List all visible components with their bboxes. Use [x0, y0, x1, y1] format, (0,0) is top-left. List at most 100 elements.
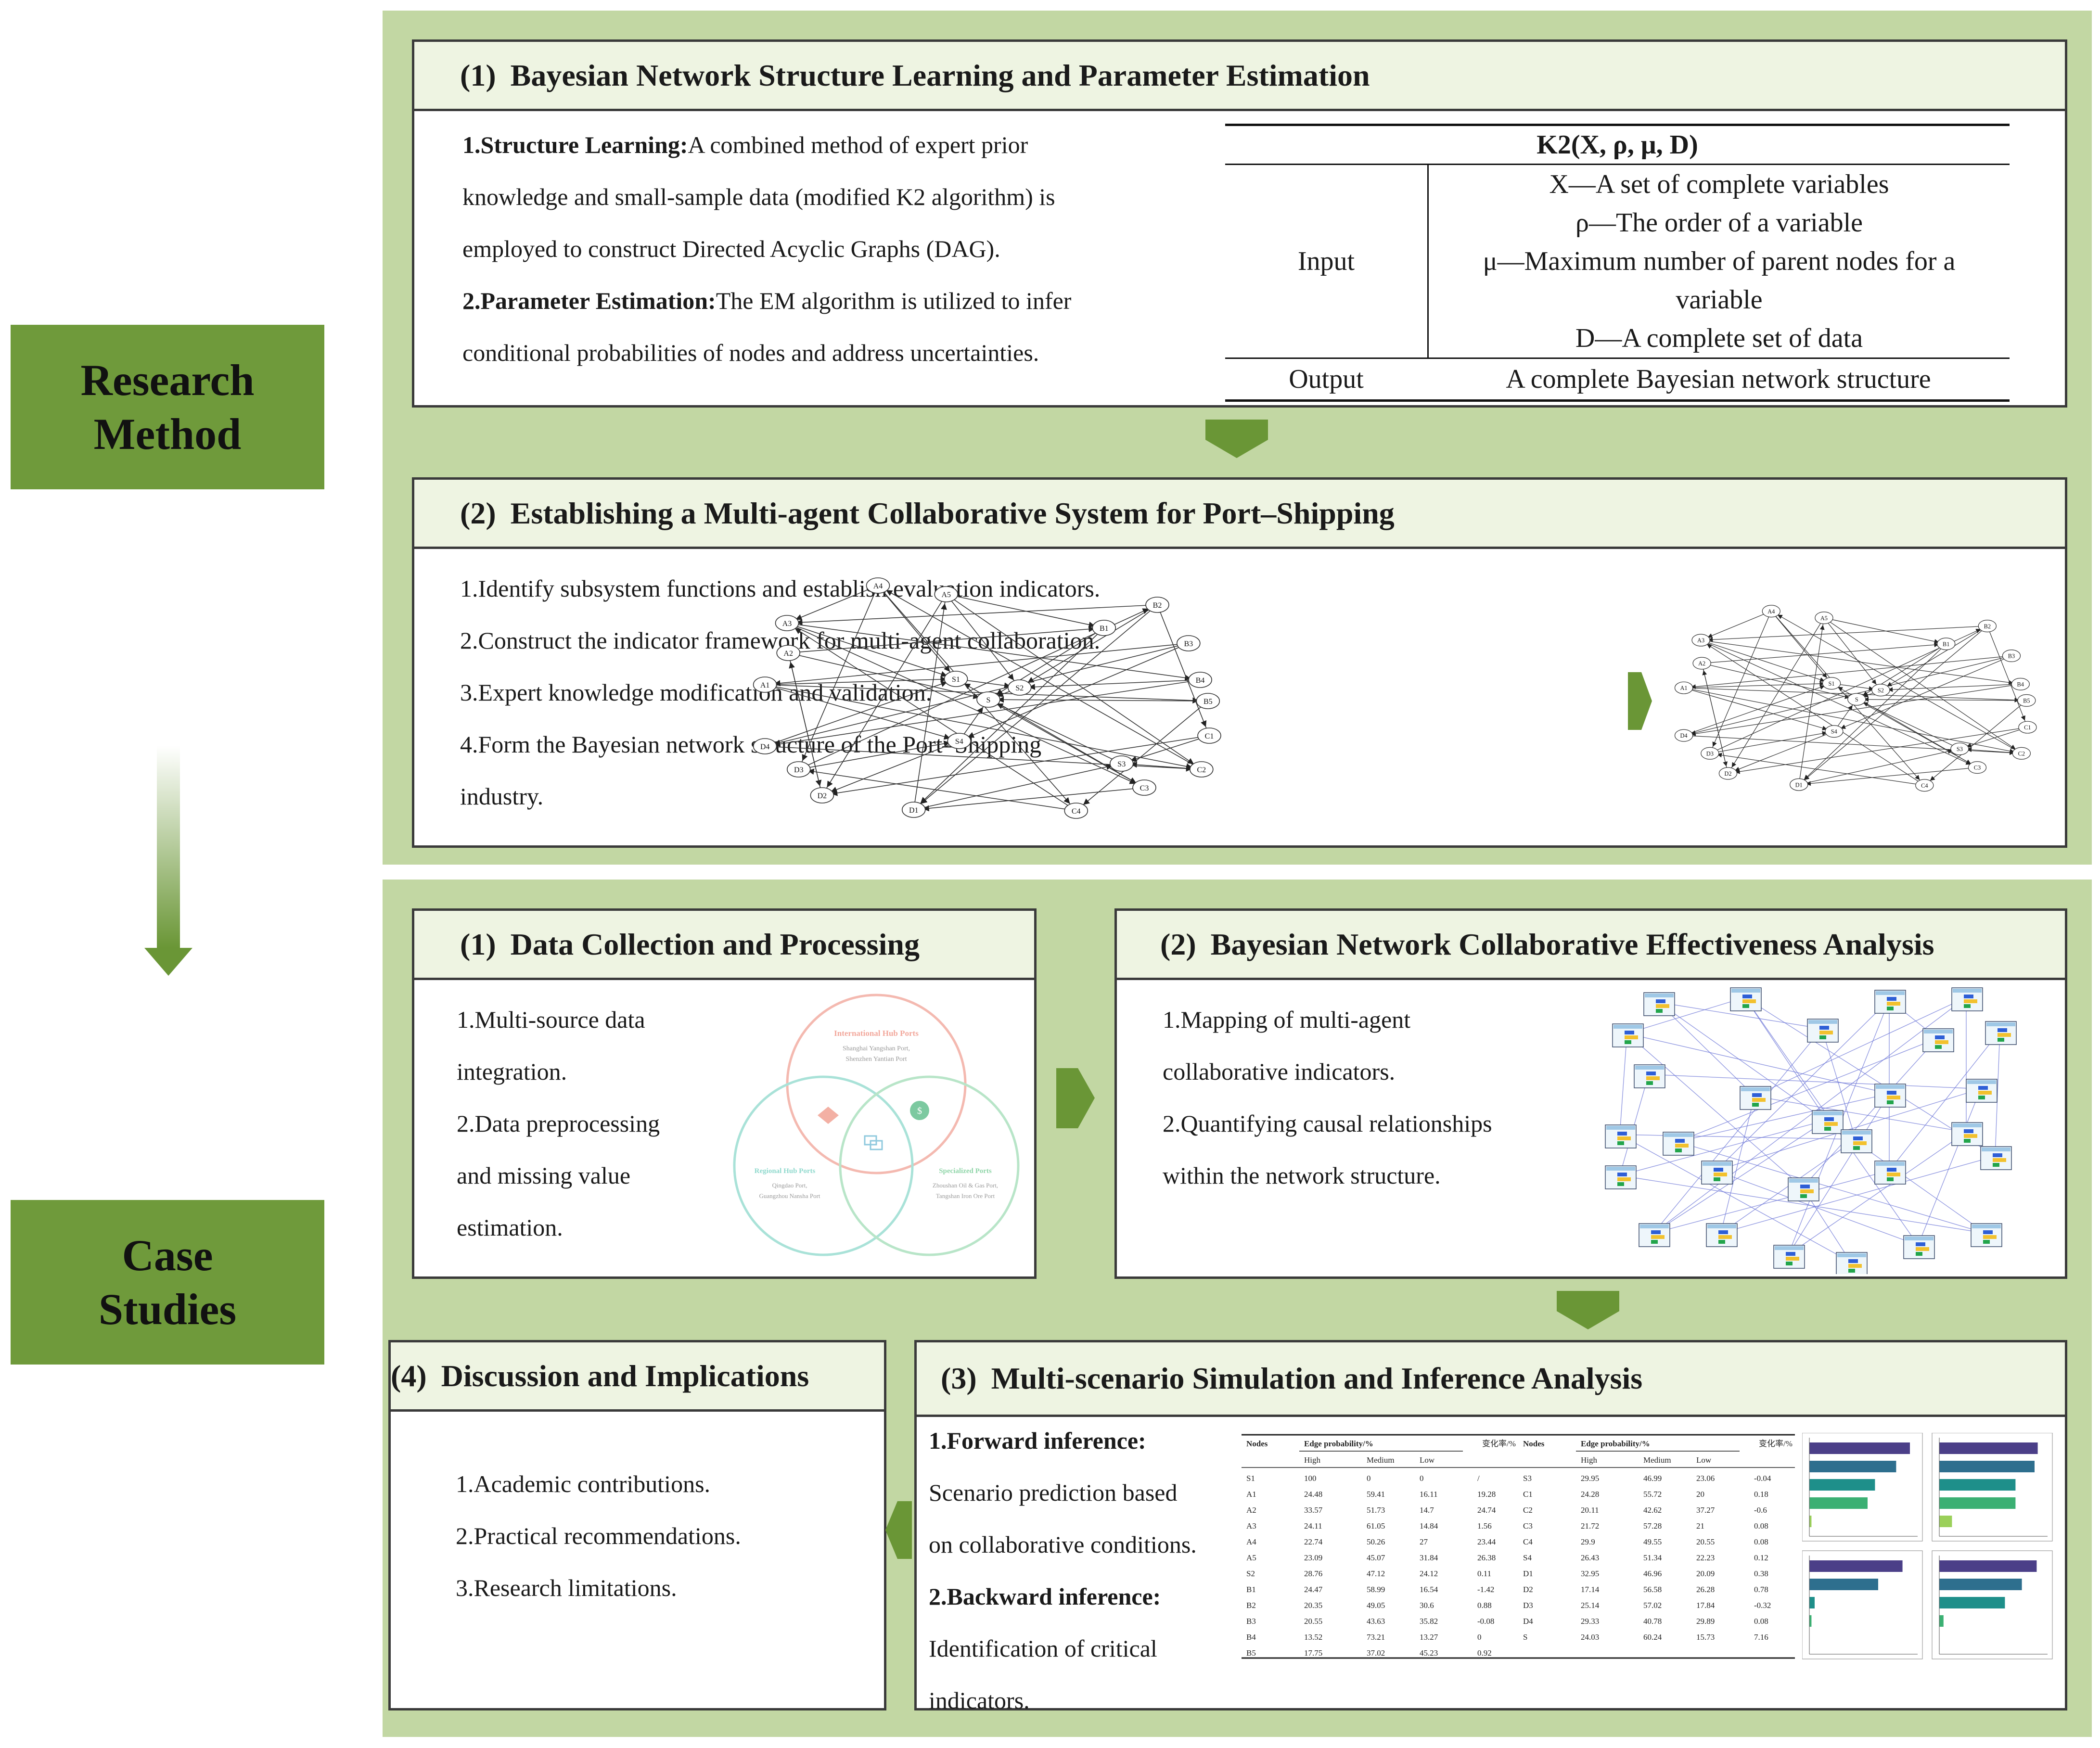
chat-icon	[864, 1135, 883, 1150]
probability-node	[1643, 992, 1675, 1016]
list-item: 1.Mapping of multi-agent	[1163, 1006, 1411, 1033]
probability-node	[1874, 990, 1906, 1014]
venn-circle-regional	[733, 1075, 914, 1256]
probability-node	[1966, 1079, 1998, 1103]
table-cell: 13.52	[1304, 1633, 1322, 1642]
svg-text:C4: C4	[1072, 807, 1081, 816]
box-header: (1) Data Collection and Processing	[414, 911, 1034, 980]
network-edge	[1918, 1088, 1981, 1246]
svg-text:S1: S1	[952, 676, 960, 684]
network-edge	[1683, 684, 2021, 736]
box-title: Establishing a Multi-agent Collaborative…	[510, 496, 1395, 530]
network-edge	[1658, 1002, 1755, 1097]
table-cell: 56.58	[1643, 1585, 1662, 1594]
svg-text:D1: D1	[909, 806, 919, 815]
box-header: (2) Bayesian Network Collaborative Effec…	[1117, 911, 2065, 980]
network-node-D3: D3	[787, 761, 811, 778]
network-edge	[1626, 1033, 1803, 1188]
network-node-B1: B1	[1937, 638, 1956, 651]
network-edge	[913, 787, 1145, 812]
bar	[1809, 1560, 1903, 1572]
table-cell: 37.27	[1696, 1506, 1715, 1515]
network-edge	[1798, 643, 1946, 785]
network-edge	[988, 696, 1208, 703]
table-cell: 29.89	[1696, 1617, 1715, 1626]
network-edge	[787, 604, 1158, 625]
venn-right-title: Specialized Ports	[939, 1167, 992, 1175]
table-cell: 0	[1367, 1474, 1371, 1483]
svg-text:B3: B3	[1184, 640, 1193, 648]
network-edge	[1619, 1120, 1827, 1176]
network-edge	[1799, 767, 1978, 786]
network-edge	[1019, 679, 1201, 690]
svg-text:S2: S2	[1015, 684, 1024, 692]
network-node-C2: C2	[1189, 761, 1214, 778]
network-edge	[959, 643, 1189, 741]
network-node-C1: C1	[2018, 721, 2037, 734]
network-node-A3: A3	[775, 615, 799, 631]
table-cell: 46.99	[1643, 1474, 1662, 1483]
network-edge	[1728, 617, 1824, 774]
table-cell: A5	[1246, 1553, 1256, 1562]
probability-node	[1841, 1129, 1872, 1153]
table-cell: 7.16	[1754, 1633, 1768, 1642]
table-cell: 20.55	[1304, 1617, 1322, 1626]
network-node-S3: S3	[1109, 755, 1134, 772]
svg-text:S2: S2	[1878, 687, 1884, 694]
table-subheader: Medium	[1643, 1455, 1671, 1465]
table-cell: 24.12	[1420, 1569, 1438, 1578]
table-cell: 100	[1304, 1474, 1317, 1483]
network-node-A1: A1	[1674, 681, 1693, 694]
probability-node	[1701, 1161, 1733, 1185]
svg-text:C2: C2	[2018, 750, 2025, 757]
probability-node	[1951, 987, 1983, 1011]
network-edge	[1701, 639, 1832, 684]
table-header: Nodes	[1246, 1439, 1268, 1448]
mini-bar-chart	[1802, 1550, 1923, 1659]
venn-right-line: Zhoushan Oil & Gas Port,	[933, 1182, 998, 1189]
svg-text:D3: D3	[1706, 750, 1714, 757]
bar	[1809, 1597, 1815, 1608]
table-cell: 21	[1696, 1521, 1704, 1531]
svg-text:C3: C3	[1140, 784, 1149, 792]
venn-top-title: International Hub Ports	[834, 1029, 919, 1038]
network-edge	[1701, 640, 1925, 786]
probability-node	[1903, 1235, 1935, 1259]
svg-text:A3: A3	[1697, 637, 1704, 644]
bar	[1809, 1479, 1875, 1491]
network-edge	[1821, 1028, 1856, 1140]
probability-node	[1971, 1223, 2002, 1247]
network-edge	[1121, 735, 1210, 764]
network-node-A4: A4	[866, 577, 890, 594]
table-cell: 0.08	[1754, 1537, 1768, 1546]
network-edge	[821, 594, 947, 796]
network-edge	[1744, 997, 1827, 1121]
network-edge	[787, 623, 1145, 788]
box-header: (3) Multi-scenario Simulation and Infere…	[917, 1342, 2065, 1417]
table-cell: 17.84	[1696, 1601, 1715, 1610]
table-cell: A3	[1246, 1521, 1256, 1531]
network-edge	[946, 594, 1202, 770]
list-item: 1.Identify subsystem functions and estab…	[460, 575, 1101, 602]
network-edge	[1788, 1132, 1967, 1255]
network-edge	[1889, 1031, 2000, 1171]
bar	[1939, 1597, 2005, 1608]
bar	[1939, 1497, 2016, 1509]
table-cell: C2	[1523, 1506, 1533, 1515]
network-edge	[1716, 1170, 1919, 1246]
table-cell: 16.11	[1420, 1490, 1438, 1499]
table-cell: 26.38	[1477, 1553, 1496, 1562]
network-edge	[988, 699, 1122, 764]
table-cell: 27	[1420, 1537, 1428, 1546]
network-edge	[1834, 655, 2012, 732]
discussion-text: 1.Academic contributions. 2.Practical re…	[456, 1458, 879, 1614]
table-cell: 49.05	[1367, 1601, 1385, 1610]
network-node-A2: A2	[1692, 657, 1711, 670]
table-cell: S4	[1523, 1553, 1532, 1562]
svg-text:B5: B5	[2023, 698, 2030, 704]
network-edge	[1619, 1134, 1856, 1140]
network-edge	[1754, 997, 1967, 1097]
table-cell: 24.03	[1581, 1633, 1599, 1642]
bayesian-network-probability-map	[1605, 987, 2017, 1274]
svg-text:D3: D3	[794, 766, 804, 774]
